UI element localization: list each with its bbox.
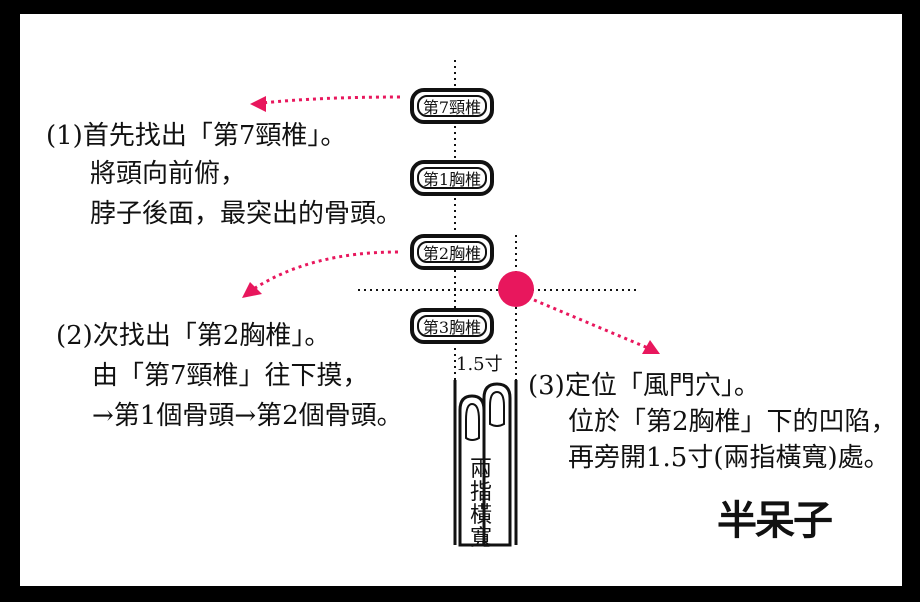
step2-line1: (2)次找出「第2胸椎」。 (56, 321, 331, 351)
finger-label-char: 寬 (469, 526, 492, 551)
vertebra-t2: 第2胸椎 (410, 234, 494, 270)
step3-line1: (3)定位「風門穴」。 (528, 371, 760, 401)
vertebra-c7-label: 第7頸椎 (422, 98, 482, 117)
finger-label-char: 橫 (469, 503, 492, 528)
arrow-step1 (261, 95, 401, 105)
fingernail-left (465, 402, 480, 441)
arrow-step3 (533, 298, 649, 350)
step1-line1: (1)首先找出「第7頸椎」。 (46, 121, 347, 151)
finger-label-char: 指 (469, 480, 492, 505)
finger-width-label: 兩指橫寬 (466, 458, 496, 550)
step1-line2: 將頭向前俯， (90, 159, 247, 189)
arrow-step3-head (642, 340, 660, 354)
step1-line3: 脖子後面，最突出的骨頭。 (90, 199, 403, 229)
step2-line3: →第1個骨頭→第2個骨頭。 (92, 401, 403, 431)
vertebra-t2-label: 第2胸椎 (422, 244, 482, 263)
step2-line2: 由「第7頸椎」往下摸， (92, 361, 369, 391)
step3-line3: 再旁開1.5寸(兩指橫寬)處。 (568, 443, 890, 473)
vertebra-t1: 第1胸椎 (410, 160, 494, 196)
arrow-step2 (251, 250, 399, 292)
vertebra-c7: 第7頸椎 (410, 88, 494, 124)
vertebra-t3: 第3胸椎 (410, 308, 494, 344)
vertebra-t1-label: 第1胸椎 (422, 170, 482, 189)
vertebra-t3-label: 第3胸椎 (422, 318, 482, 337)
fingernail-right (489, 390, 505, 427)
fingers-drawing (458, 382, 512, 547)
brand-logo: 半呆子 (717, 498, 833, 544)
acupoint-marker (498, 271, 534, 307)
finger-label-char: 兩 (469, 457, 492, 482)
arrow-step2-head (242, 282, 262, 298)
measurement-label: 1.5寸 (456, 354, 503, 375)
arrow-step1-head (250, 96, 266, 112)
step3-line2: 位於「第2胸椎」下的凹陷， (568, 407, 897, 437)
